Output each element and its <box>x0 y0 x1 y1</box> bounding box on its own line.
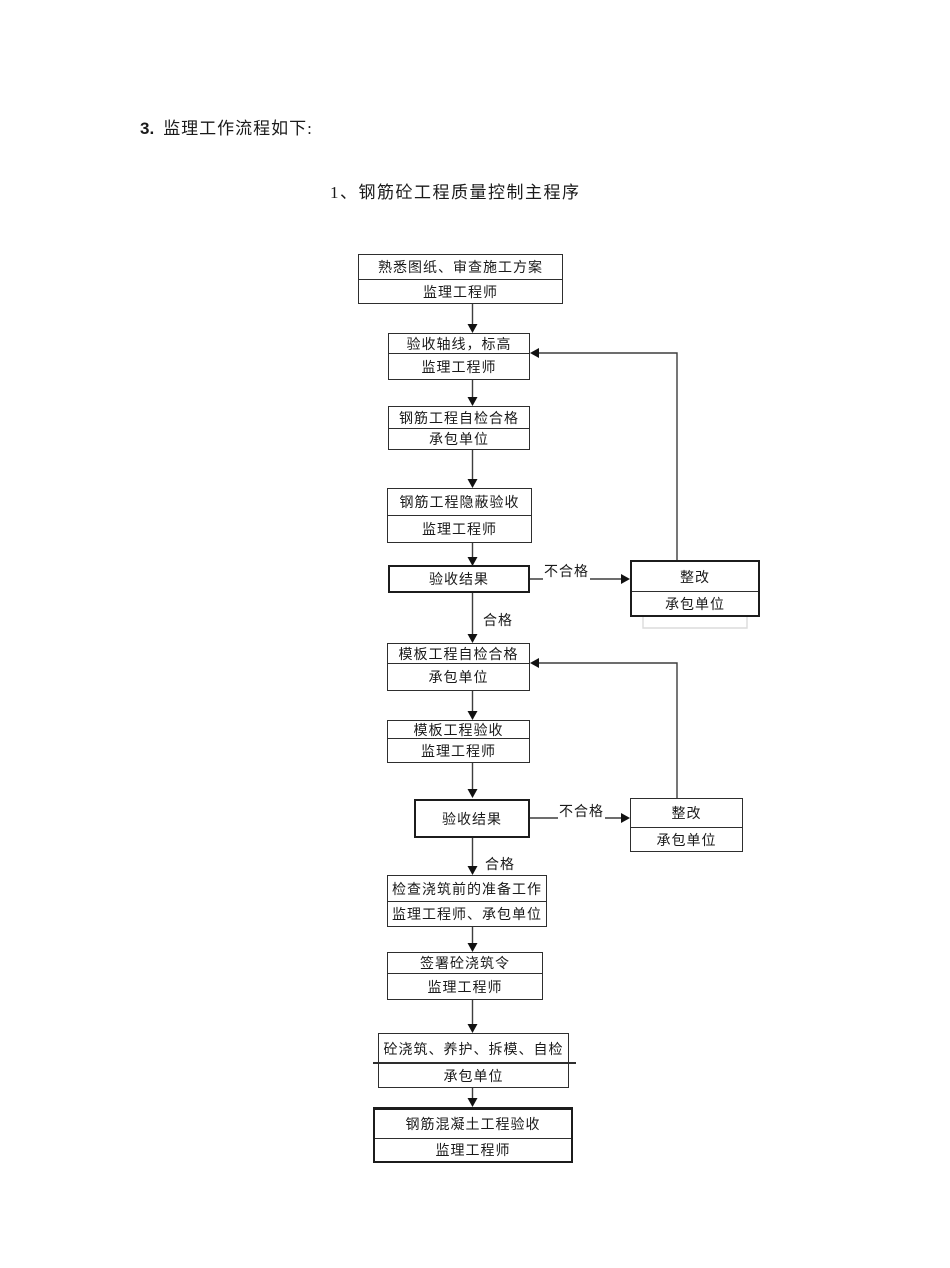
flow-node-actor: 监理工程师 <box>421 744 496 760</box>
flow-node-actor: 监理工程师 <box>421 360 497 376</box>
flow-node-title: 验收结果 <box>442 812 502 828</box>
flow-node-actor: 监理工程师 <box>435 1144 511 1159</box>
flow-node-rectify-1: 整改 承包单位 <box>630 560 760 617</box>
edge-label-fail-2: 不合格 <box>558 801 605 821</box>
flow-node-title: 检查浇筑前的准备工作 <box>388 876 546 902</box>
flow-node-title: 验收结果 <box>429 573 489 588</box>
flow-node-actor: 监理工程师、承包单位 <box>392 908 542 923</box>
flow-node-actor: 承包单位 <box>428 671 489 686</box>
flow-node-sign-pour-order: 签署砼浇筑令 监理工程师 <box>387 952 543 1000</box>
flow-node-review-drawings: 熟悉图纸、审查施工方案 监理工程师 <box>358 254 563 304</box>
flow-node-title: 模板工程自检合格 <box>388 644 529 664</box>
flow-node-actor: 承包单位 <box>656 833 717 849</box>
flow-node-title: 熟悉图纸、审查施工方案 <box>359 255 562 280</box>
edge-label-pass-1: 合格 <box>482 610 514 630</box>
flow-node-title: 整改 <box>632 562 758 592</box>
flow-node-title: 钢筋工程隐蔽验收 <box>388 489 531 516</box>
flow-node-formwork-selfcheck: 模板工程自检合格 承包单位 <box>387 643 530 691</box>
flow-node-pour-cure-strip: 砼浇筑、养护、拆模、自检 承包单位 <box>378 1033 569 1088</box>
section-heading-text: 监理工作流程如下: <box>163 119 313 138</box>
flow-node-pre-pour-check: 检查浇筑前的准备工作 监理工程师、承包单位 <box>387 875 547 927</box>
flow-node-title: 钢筋工程自检合格 <box>389 407 529 429</box>
diagram-title: 1、钢筋砼工程质量控制主程序 <box>330 183 581 202</box>
flow-node-title: 模板工程验收 <box>388 721 529 739</box>
section-heading: 3. 监理工作流程如下: <box>140 114 313 139</box>
flow-node-rebar-selfcheck: 钢筋工程自检合格 承包单位 <box>388 406 530 450</box>
flow-node-rectify-2: 整改 承包单位 <box>630 798 743 852</box>
flow-node-title: 砼浇筑、养护、拆模、自检 <box>379 1034 568 1064</box>
edge-label-fail-1: 不合格 <box>543 561 590 581</box>
flow-node-title: 验收轴线，标高 <box>389 334 529 354</box>
edge-label-pass-2: 合格 <box>484 854 516 874</box>
flow-arrowheads <box>467 324 630 1107</box>
node-divider-extension <box>373 1062 576 1064</box>
flow-node-actor: 监理工程师 <box>422 523 497 538</box>
flow-node-acceptance-result-2: 验收结果 <box>414 799 530 838</box>
flow-node-rebar-concealed-acceptance: 钢筋工程隐蔽验收 监理工程师 <box>387 488 532 543</box>
section-number: 3. <box>140 119 155 138</box>
flow-node-actor: 承包单位 <box>665 597 725 613</box>
flow-node-title: 钢筋混凝土工程验收 <box>375 1110 571 1139</box>
flow-node-actor: 监理工程师 <box>427 980 503 996</box>
flow-node-formwork-acceptance: 模板工程验收 监理工程师 <box>387 720 530 763</box>
flow-node-title: 整改 <box>631 799 742 828</box>
flow-node-actor: 承包单位 <box>443 1069 504 1085</box>
flow-node-rc-acceptance: 钢筋混凝土工程验收 监理工程师 <box>373 1107 573 1163</box>
flow-node-accept-axis: 验收轴线，标高 监理工程师 <box>388 333 530 380</box>
flow-node-actor: 监理工程师 <box>423 285 498 301</box>
flow-node-actor: 承包单位 <box>429 433 489 448</box>
flow-node-title: 签署砼浇筑令 <box>388 953 542 974</box>
flow-node-acceptance-result-1: 验收结果 <box>388 565 530 593</box>
